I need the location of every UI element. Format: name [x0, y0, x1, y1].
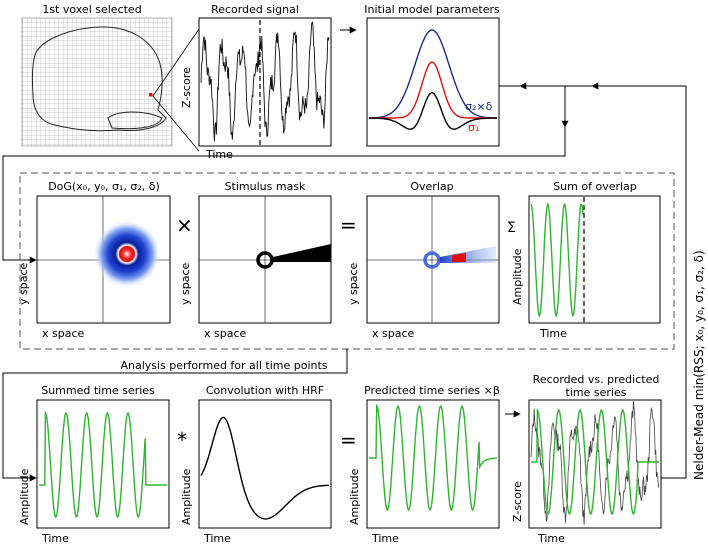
- recorded-frame: [198, 17, 332, 147]
- connector-to-dog: [2, 127, 566, 264]
- sigma1-curve: [369, 61, 497, 119]
- optimizer-label: Nelder-Mead min(RSS; x₀, y₀, σ₁, σ₂, δ): [692, 250, 706, 480]
- equals-symbol-middle: =: [340, 213, 357, 237]
- sum-frame: [528, 195, 661, 324]
- brain-outline: [31, 26, 167, 132]
- analysis-note: Analysis performed for all time points: [120, 359, 327, 372]
- voxel-title: 1st voxel selected: [42, 3, 141, 16]
- predicted-title: Predicted time series ×β: [364, 384, 500, 397]
- hrf-xlabel: Time: [203, 532, 231, 545]
- dog-ylabel: y space: [17, 262, 30, 305]
- hrf-ylabel: Amplitude: [180, 468, 193, 525]
- overlap-ylabel: y space: [347, 262, 360, 305]
- summed-title: Summed time series: [41, 384, 155, 397]
- mask-wedge: [273, 244, 331, 262]
- multiply-symbol: ×: [176, 213, 193, 237]
- sum-ylabel: Amplitude: [511, 248, 524, 305]
- recorded-signal-line: [200, 21, 330, 142]
- hrf-frame: [198, 399, 332, 529]
- recvpred-frame: [528, 399, 662, 529]
- mask-ylabel: y space: [179, 262, 192, 305]
- predicted-xlabel: Time: [371, 532, 399, 545]
- zoom-line-bottom: [152, 95, 200, 152]
- sigma1-label: σ₁: [468, 121, 479, 134]
- zoom-line-top: [152, 28, 200, 97]
- overlap-ring: [423, 251, 441, 269]
- dog-title: DoG(x₀, y₀, σ₁, σ₂, δ): [48, 180, 160, 193]
- overlap-title: Overlap: [410, 180, 453, 193]
- mask-xlabel: x space: [204, 327, 247, 340]
- voxel-grid: [21, 17, 173, 147]
- sigma2-curve: [369, 29, 497, 119]
- connector-to-summed: [2, 349, 348, 482]
- summed-xlabel: Time: [41, 532, 69, 545]
- recvpred-title-line2: time series: [566, 386, 627, 399]
- convolve-symbol: *: [177, 428, 187, 452]
- recvpred-predicted-line: [531, 407, 659, 516]
- sum-xlabel: Time: [539, 327, 567, 340]
- recvpred-xlabel: Time: [537, 532, 565, 545]
- predicted-frame: [366, 399, 500, 529]
- dog-curve: [368, 91, 497, 130]
- predicted-series-line: [369, 403, 497, 512]
- dog-xlabel: x space: [42, 327, 85, 340]
- equals-symbol-bottom: =: [340, 428, 357, 452]
- recvpred-ylabel: Z-score: [511, 481, 524, 522]
- predicted-ylabel: Amplitude: [348, 468, 361, 525]
- summed-frame: [36, 399, 170, 529]
- selected-voxel: [149, 93, 153, 97]
- cerebellum-outline: [107, 111, 163, 130]
- sigma2-label: σ₂×δ: [465, 100, 493, 113]
- sum-title: Sum of overlap: [553, 180, 637, 193]
- optimizer-loop-line: [661, 86, 687, 479]
- hrf-title: Convolution with HRF: [206, 384, 324, 397]
- sum-sigma-symbol: Σ: [507, 220, 516, 236]
- recorded-xlabel: Time: [205, 148, 233, 161]
- recvpred-title-line1: Recorded vs. predicted: [533, 373, 660, 386]
- summed-series-line: [39, 410, 167, 519]
- mask-title: Stimulus mask: [225, 180, 306, 193]
- overlap-wedge-red: [452, 253, 466, 262]
- recorded-title: Recorded signal: [211, 3, 299, 16]
- mask-ring: [256, 251, 274, 269]
- hrf-curve: [200, 416, 329, 520]
- sum-overlap-line: [530, 202, 584, 318]
- recorded-ylabel: Z-score: [180, 67, 193, 108]
- initial-title: Initial model parameters: [364, 3, 500, 16]
- summed-ylabel: Amplitude: [18, 468, 31, 525]
- initial-frame: [366, 17, 500, 147]
- overlap-xlabel: x space: [372, 327, 415, 340]
- dog-receptive-field: [93, 220, 161, 288]
